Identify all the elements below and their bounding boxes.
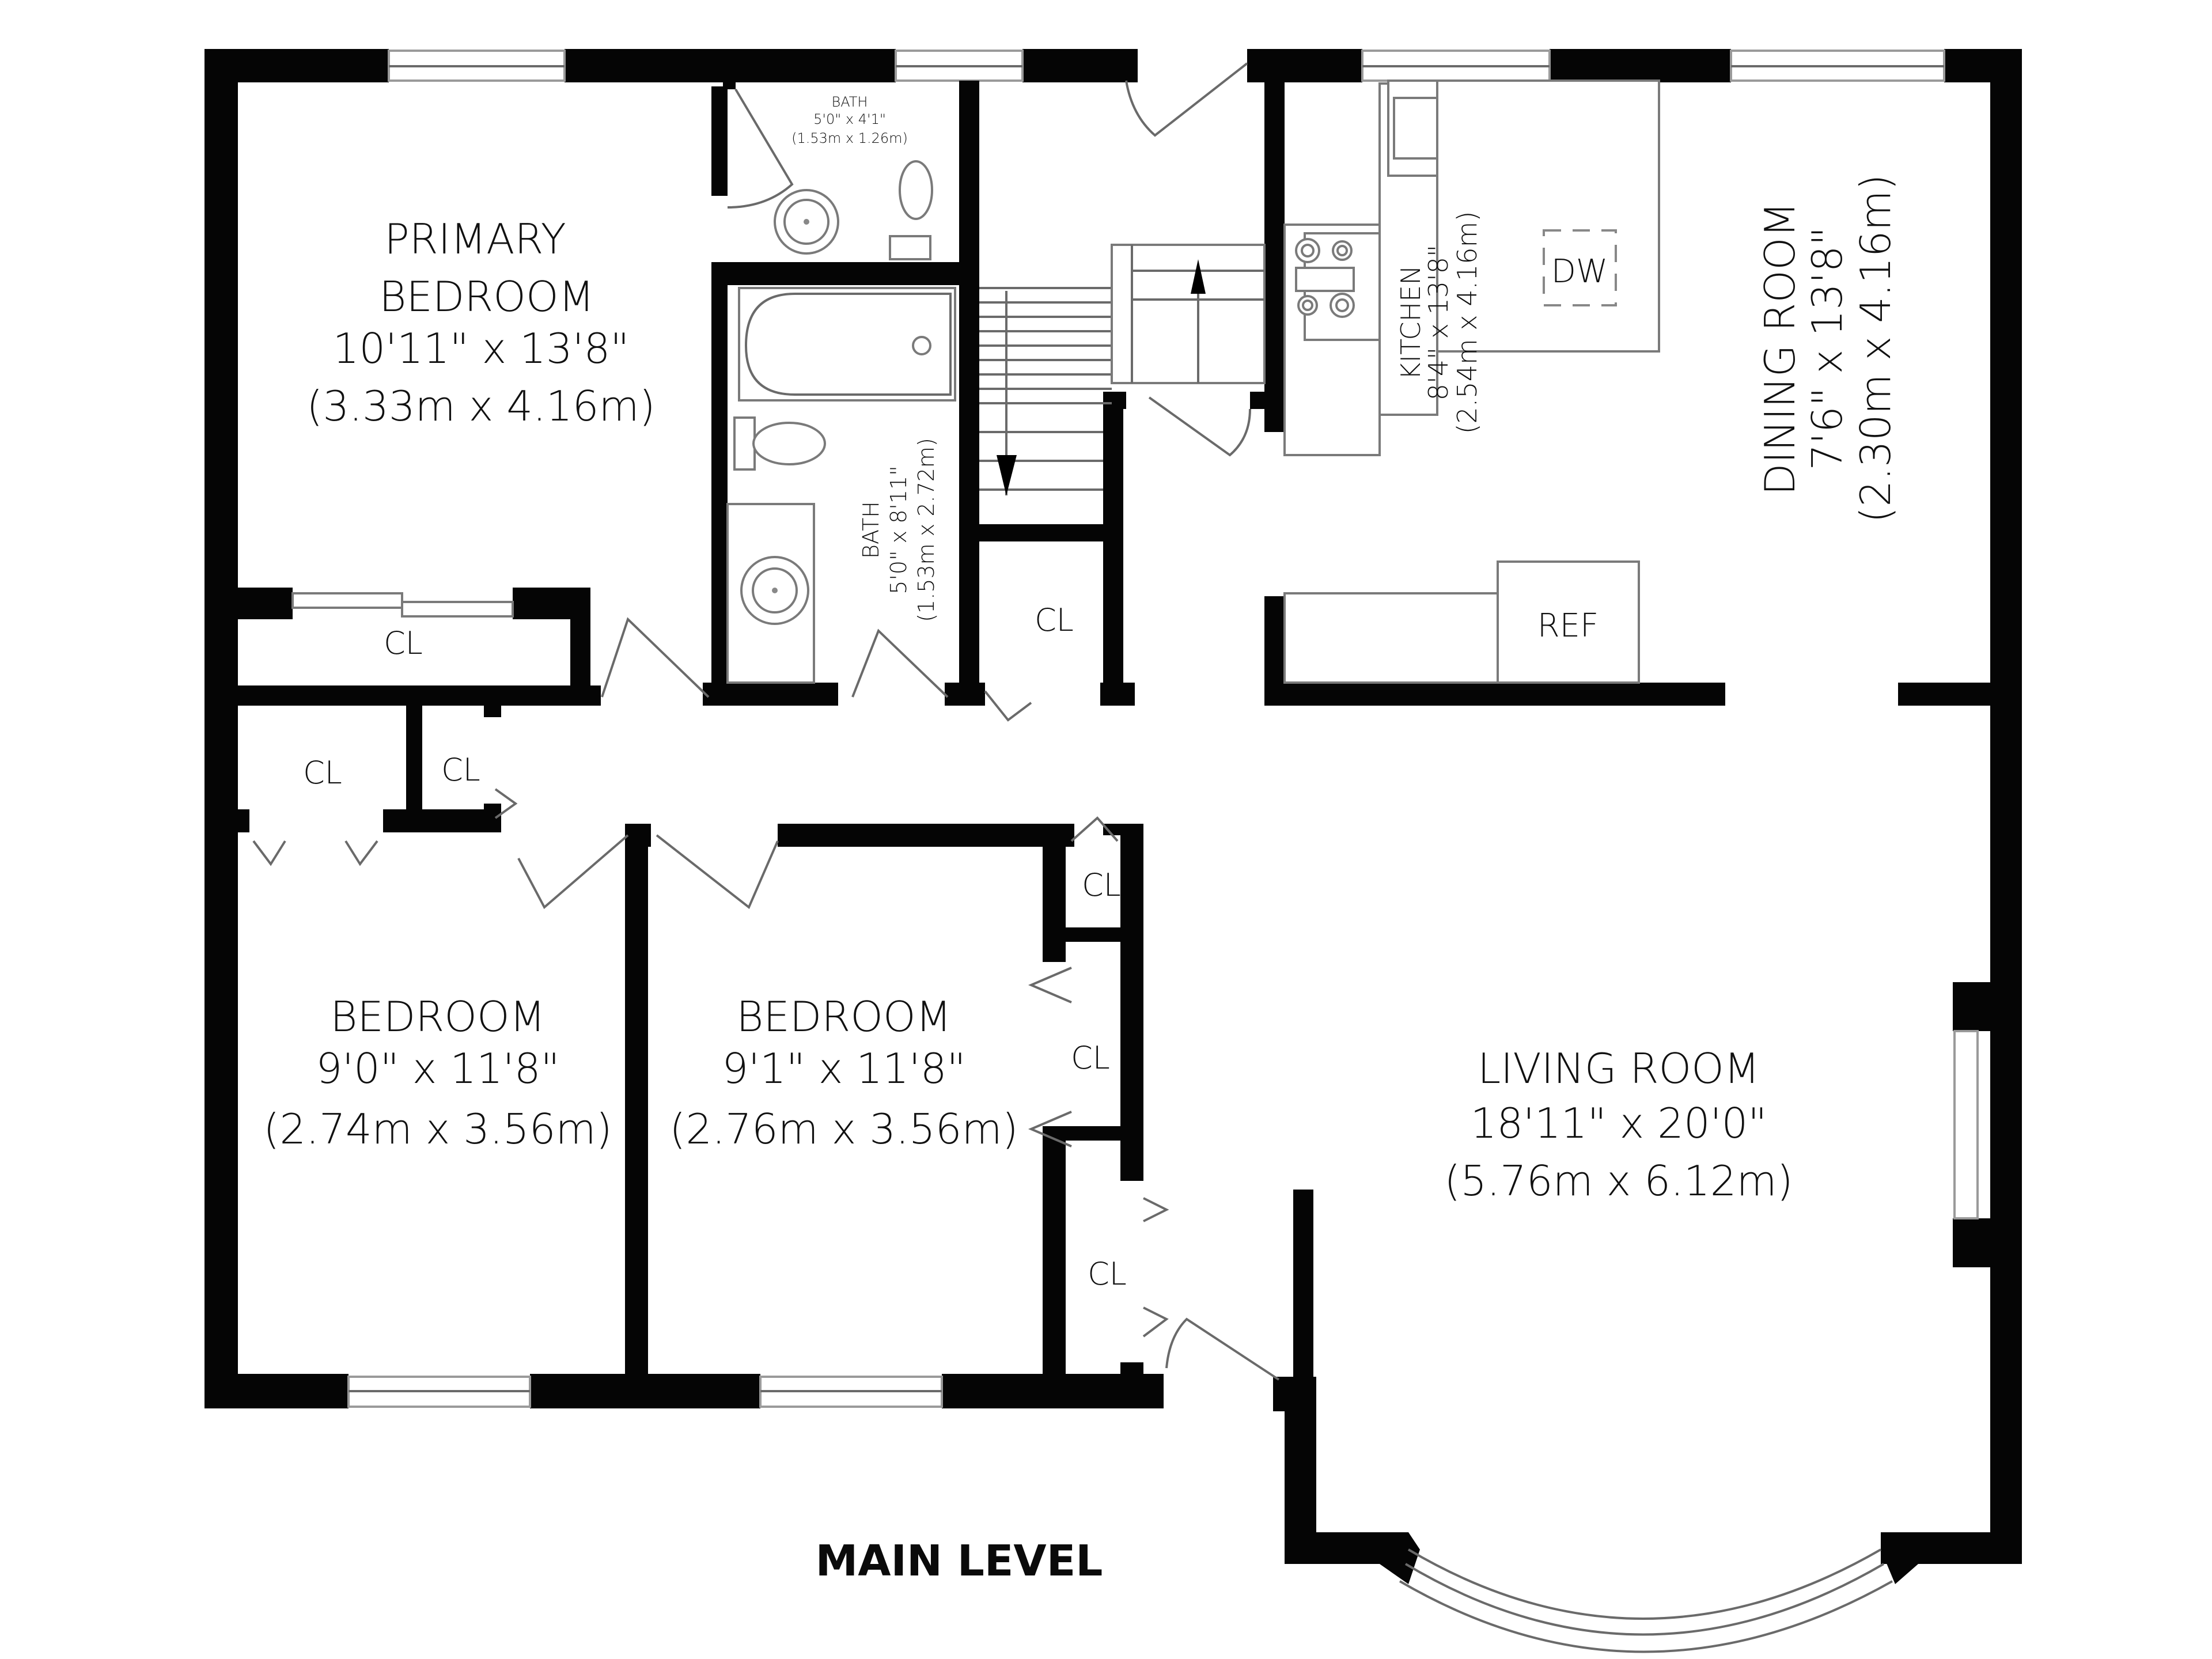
svg-text:BEDROOM: BEDROOM — [379, 272, 594, 321]
svg-text:KITCHEN: KITCHEN — [1395, 265, 1426, 380]
svg-text:18'11" x 20'0": 18'11" x 20'0" — [1471, 1099, 1767, 1147]
bathtub-icon — [738, 287, 956, 402]
svg-text:CL: CL — [384, 625, 423, 661]
room-label-ensuite-bath: BATH 5'0" x 4'1" (1.53m x 1.26m) — [791, 94, 908, 146]
svg-text:LIVING ROOM: LIVING ROOM — [1478, 1044, 1760, 1093]
svg-text:BEDROOM: BEDROOM — [330, 993, 546, 1041]
refrigerator: REF — [1283, 560, 1640, 684]
svg-text:PRIMARY: PRIMARY — [384, 215, 566, 263]
door-swings — [252, 62, 1280, 1381]
arrow-down-icon — [997, 455, 1017, 495]
stairs — [979, 244, 1266, 495]
room-label-main-bath: BATH 5'0" x 8'11" (1.53m x 2.72m) — [858, 438, 939, 622]
room-label-bedroom-2: BEDROOM 9'0" x 11'8" (2.74m x 3.56m) — [263, 993, 612, 1153]
svg-text:REF: REF — [1537, 607, 1599, 645]
svg-text:8'4" x 13'8": 8'4" x 13'8" — [1423, 245, 1454, 400]
svg-text:DW: DW — [1551, 253, 1608, 290]
svg-text:(2.74m x 3.56m): (2.74m x 3.56m) — [263, 1105, 612, 1153]
svg-text:10'11" x 13'8": 10'11" x 13'8" — [333, 324, 630, 373]
svg-text:(2.30m x 4.16m): (2.30m x 4.16m) — [1851, 174, 1900, 522]
svg-text:CL: CL — [441, 752, 480, 788]
fixtures: DW REF — [291, 79, 1660, 684]
svg-text:BATH: BATH — [858, 501, 884, 559]
level-title: MAIN LEVEL — [816, 1536, 1103, 1586]
svg-text:CL: CL — [1082, 867, 1121, 903]
svg-text:CL: CL — [1035, 602, 1074, 638]
stove-icon — [1295, 238, 1355, 318]
svg-text:(5.76m x 6.12m): (5.76m x 6.12m) — [1444, 1157, 1793, 1205]
svg-text:DINING ROOM: DINING ROOM — [1756, 202, 1804, 495]
svg-text:7'6" x 13'8": 7'6" x 13'8" — [1803, 226, 1851, 470]
arrow-up-icon — [1191, 259, 1206, 294]
svg-text:BEDROOM: BEDROOM — [736, 993, 952, 1041]
room-label-kitchen: KITCHEN 8'4" x 13'8" (2.54m x 4.16m) — [1395, 211, 1483, 434]
svg-text:(1.53m x 1.26m): (1.53m x 1.26m) — [791, 130, 908, 146]
svg-text:9'1" x 11'8": 9'1" x 11'8" — [722, 1044, 965, 1093]
interior-walls — [238, 75, 1993, 1388]
toilet-icon — [889, 160, 933, 260]
room-label-primary-bedroom: PRIMARY BEDROOM 10'11" x 13'8" (3.33m x … — [306, 215, 655, 430]
svg-text:5'0" x 4'1": 5'0" x 4'1" — [813, 111, 886, 127]
closet-labels: CL CL CL CL CL CL CL — [303, 602, 1127, 1292]
svg-text:(2.54m x 4.16m): (2.54m x 4.16m) — [1452, 211, 1483, 434]
exterior-walls — [204, 49, 2022, 1584]
toilet-icon — [733, 416, 826, 471]
sink-icon — [774, 189, 839, 255]
svg-text:CL: CL — [303, 755, 342, 791]
svg-text:(1.53m x 2.72m): (1.53m x 2.72m) — [914, 438, 939, 622]
svg-text:9'0" x 11'8": 9'0" x 11'8" — [316, 1044, 559, 1093]
sink-icon — [726, 503, 815, 684]
svg-text:(3.33m x 4.16m): (3.33m x 4.16m) — [306, 382, 655, 430]
room-label-bedroom-3: BEDROOM 9'1" x 11'8" (2.76m x 3.56m) — [669, 993, 1018, 1153]
svg-text:5'0" x 8'11": 5'0" x 8'11" — [886, 465, 911, 594]
svg-text:(2.76m x 3.56m): (2.76m x 3.56m) — [669, 1105, 1018, 1153]
windows — [347, 50, 1979, 1653]
svg-text:BATH: BATH — [832, 94, 868, 110]
svg-text:CL: CL — [1071, 1040, 1110, 1076]
dishwasher: DW — [1543, 229, 1617, 306]
room-label-dining-room: DINING ROOM 7'6" x 13'8" (2.30m x 4.16m) — [1756, 174, 1900, 522]
svg-text:CL: CL — [1088, 1256, 1127, 1292]
room-label-living-room: LIVING ROOM 18'11" x 20'0" (5.76m x 6.12… — [1444, 1044, 1793, 1205]
